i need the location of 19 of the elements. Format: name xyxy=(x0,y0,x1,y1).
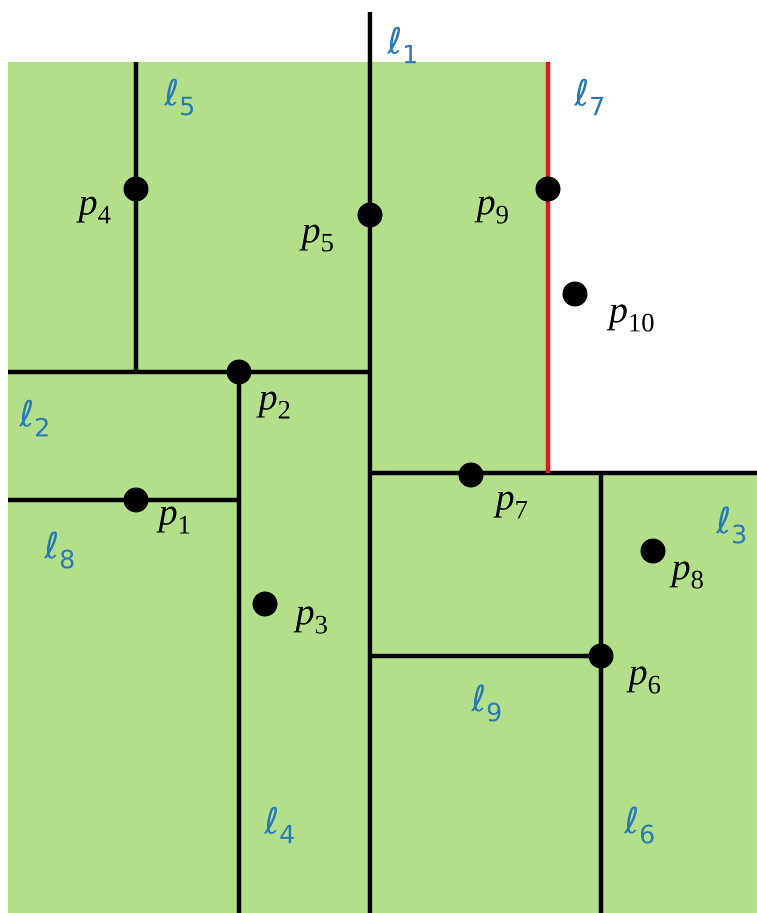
point-label: p$_{10}$ xyxy=(606,304,654,332)
line-label: ℓ$_{8}$ xyxy=(44,531,74,569)
point-label: p$_{1}$ xyxy=(156,506,190,534)
line-label: ℓ$_{2}$ xyxy=(18,400,48,436)
point-label: p$_{3}$ xyxy=(293,606,327,634)
line-label: ℓ$_{1}$ xyxy=(386,26,416,64)
point-label: p$_{9}$ xyxy=(474,196,508,224)
line-label: ℓ$_{5}$ xyxy=(164,78,193,116)
point-label: p$_{6}$ xyxy=(626,666,660,694)
point-label: p$_{7}$ xyxy=(493,492,528,518)
point-label: p$_{5}$ xyxy=(299,224,333,252)
line-label: ℓ$_{3}$ xyxy=(716,506,746,544)
line-label: ℓ$_{7}$ xyxy=(574,78,604,116)
point-label: p$_{8}$ xyxy=(669,561,703,589)
point-label: p$_{4}$ xyxy=(76,196,110,224)
line-label: ℓ$_{4}$ xyxy=(264,806,294,844)
point-label: p$_{2}$ xyxy=(256,392,290,418)
line-label: ℓ$_{9}$ xyxy=(470,684,500,722)
line-label: ℓ$_{6}$ xyxy=(624,806,654,844)
